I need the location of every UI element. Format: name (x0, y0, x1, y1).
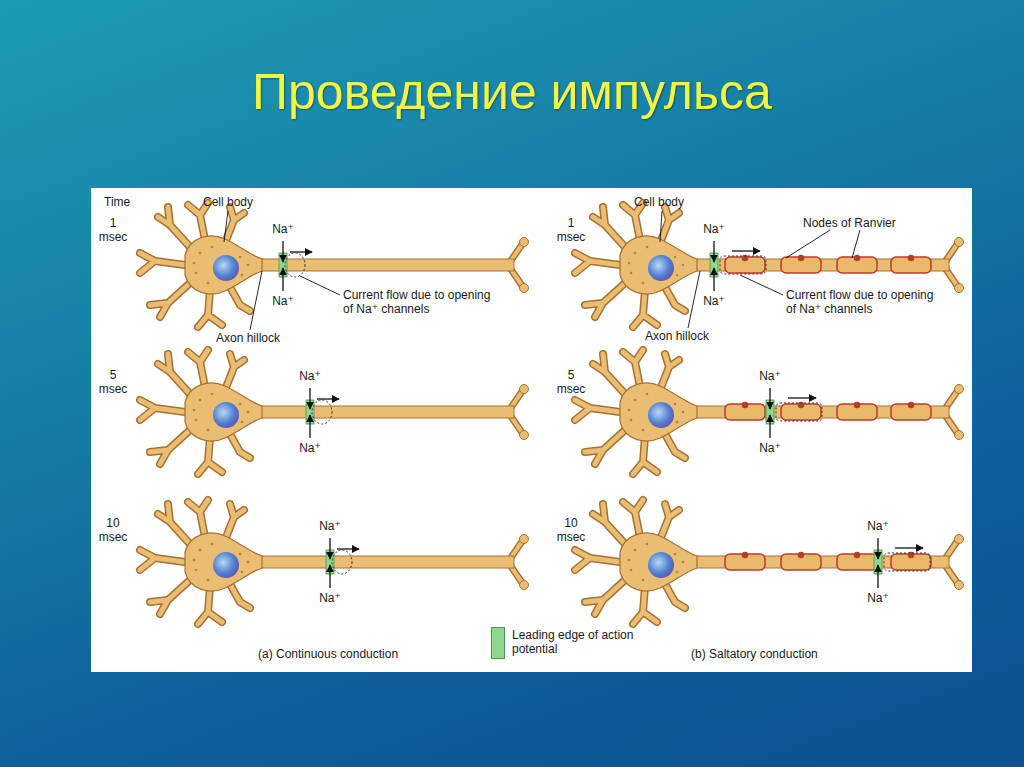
diagram-label: Na⁺ (703, 222, 725, 236)
diagram-label: Current flow due to opening of Na⁺ chann… (786, 288, 946, 316)
diagram-label: Na⁺ (299, 369, 321, 383)
diagram-label: Na⁺ (867, 519, 889, 533)
diagram-label: Na⁺ (867, 591, 889, 605)
diagram-label: Na⁺ (319, 519, 341, 533)
diagram-label: Na⁺ (703, 294, 725, 308)
diagram-label: Nodes of Ranvier (803, 216, 896, 230)
diagram-label: Na⁺ (272, 294, 294, 308)
panel (91, 188, 972, 672)
diagram-label: Na⁺ (272, 222, 294, 236)
diagram-label: 5 msec (96, 368, 130, 396)
diagram-label: 5 msec (554, 368, 588, 396)
diagram-label: Current flow due to opening of Na⁺ chann… (343, 288, 503, 316)
diagram-label: 10 msec (96, 516, 130, 544)
diagram-label: Cell body (203, 195, 253, 209)
diagram-label: Cell body (634, 195, 684, 209)
diagram-label: Na⁺ (319, 591, 341, 605)
diagram-label: 10 msec (554, 516, 588, 544)
slide-title: Проведение импульса (0, 62, 1024, 122)
diagram-label: 1 msec (554, 216, 588, 244)
diagram-label: Axon hillock (216, 331, 280, 345)
diagram-label: (b) Saltatory conduction (691, 647, 818, 661)
legend-swatch (491, 627, 505, 659)
diagram-label: Na⁺ (759, 441, 781, 455)
diagram-label: Time (104, 195, 130, 209)
legend-text: Leading edge of action potential (512, 628, 642, 656)
diagram-label: (a) Continuous conduction (258, 647, 398, 661)
diagram-label: Na⁺ (759, 369, 781, 383)
diagram-label: Axon hillock (645, 329, 709, 343)
diagram-label: 1 msec (96, 216, 130, 244)
diagram-label: Na⁺ (299, 441, 321, 455)
